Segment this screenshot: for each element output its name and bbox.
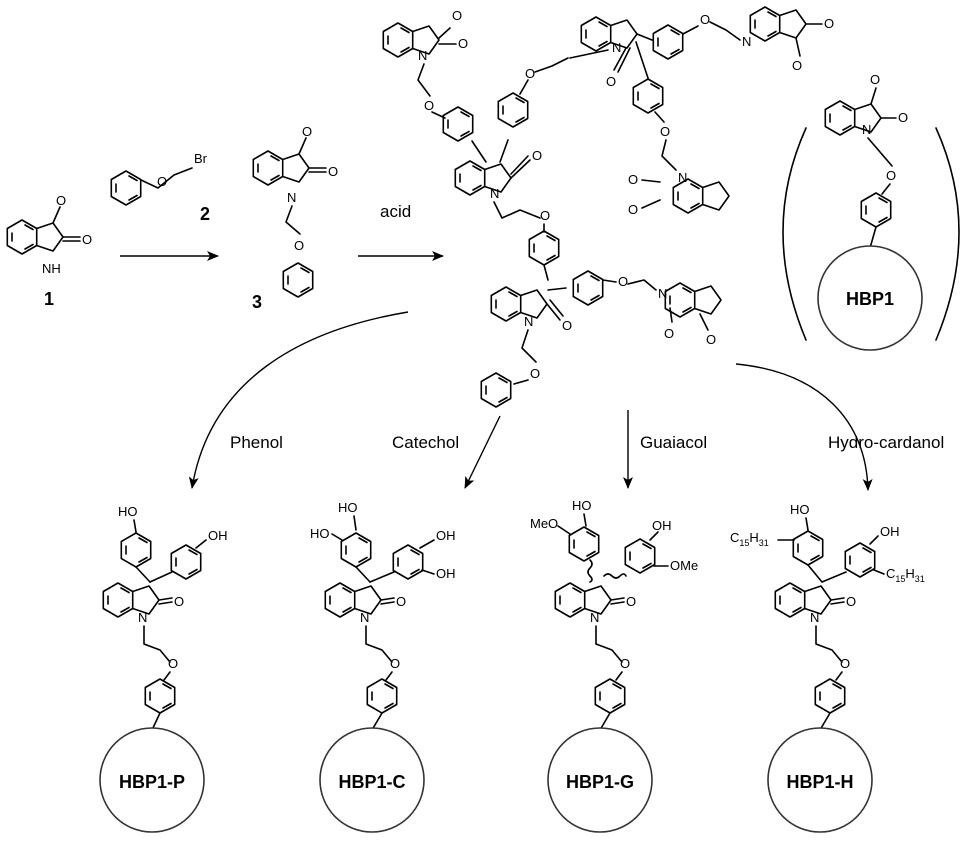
hbp1-g-core-circle: [547, 727, 653, 833]
atom-label: O: [82, 232, 92, 247]
atom-label: O: [792, 58, 802, 73]
atom-label: O: [540, 208, 550, 223]
atom-label: Br: [194, 151, 208, 166]
polymer-label-hbp1-p: HBP1-P: [119, 772, 185, 792]
hbp1-repeat-unit: O O N O: [782, 72, 960, 351]
reagent-hydrocardanol: Hydro-cardanol: [828, 433, 944, 452]
atom-label: O: [390, 656, 400, 671]
ether-structure: O O N O: [253, 124, 338, 298]
arrow-to-hbp1-h: [735, 363, 873, 491]
atom-label: N: [138, 610, 147, 625]
atom-label: O: [618, 274, 628, 289]
atom-label: O: [660, 124, 670, 139]
polymer-label-hbp1-h: HBP1-H: [786, 772, 853, 792]
atom-label: O: [664, 326, 674, 341]
c15h31-label: C15H31: [730, 530, 769, 548]
atom-label: O: [56, 193, 66, 208]
atom-label: HO: [310, 526, 330, 541]
atom-label: N: [862, 122, 871, 137]
c15h31-label: C15H31: [886, 566, 925, 584]
reagent-guaiacol: Guaiacol: [640, 433, 707, 452]
polymer-label-hbp1: HBP1: [846, 289, 894, 309]
atom-label: O: [886, 168, 896, 183]
atom-label: O: [840, 656, 850, 671]
atom-label: OH: [208, 528, 228, 543]
compound-label-1: 1: [44, 289, 54, 309]
hbp1-c-core-circle: [319, 727, 425, 833]
atom-label: O: [396, 594, 406, 609]
atom-label: O: [620, 656, 630, 671]
atom-label: OH: [436, 528, 456, 543]
compound-label-2: 2: [200, 204, 210, 224]
atom-label: N: [742, 34, 751, 49]
reagent-acid: acid: [380, 202, 411, 221]
wavy-bond: [603, 573, 627, 579]
atom-label: O: [824, 16, 834, 31]
atom-label: OH: [652, 518, 672, 533]
atom-label: N: [678, 170, 687, 185]
atom-label: N: [810, 610, 819, 625]
arrow-to-hbp1-c: [464, 415, 501, 489]
isatin-structure: O O NH: [7, 193, 92, 276]
bracket-right: [935, 127, 960, 341]
atom-label: O: [628, 202, 638, 217]
atom-label: N: [287, 190, 296, 205]
atom-label: O: [328, 164, 338, 179]
atom-label: O: [700, 12, 710, 27]
bracket-left: [782, 127, 807, 341]
atom-label: OMe: [670, 558, 698, 573]
polymer-label-hbp1-c: HBP1-C: [338, 772, 405, 792]
hbp1-p-structure: HO OH O N O: [99, 504, 228, 833]
atom-label: O: [706, 332, 716, 347]
atom-label: OH: [436, 566, 456, 581]
atom-label: O: [525, 66, 535, 81]
atom-label: O: [168, 656, 178, 671]
polymer-label-hbp1-g: HBP1-G: [566, 772, 634, 792]
atom-label: O: [628, 172, 638, 187]
hbp1-c-structure: HO HO OH OH O N O: [310, 500, 456, 833]
compound-label-3: 3: [252, 292, 262, 312]
atom-label: O: [870, 72, 880, 87]
wavy-bond: [587, 559, 593, 583]
atom-label: MeO: [530, 516, 558, 531]
atom-label: HO: [790, 502, 810, 517]
atom-label: N: [490, 186, 499, 201]
atom-label: N: [418, 48, 427, 63]
atom-label: HO: [118, 504, 138, 519]
atom-label: O: [424, 98, 434, 113]
hbp1-core-circle: [817, 245, 923, 351]
atom-label: O: [174, 594, 184, 609]
bromide-structure: O Br: [110, 151, 208, 206]
hbp1-p-core-circle: [99, 727, 205, 833]
atom-label: N: [612, 40, 621, 55]
reagent-catechol: Catechol: [392, 433, 459, 452]
atom-label: O: [562, 318, 572, 333]
atom-label: O: [530, 366, 540, 381]
atom-label: O: [606, 74, 616, 89]
atom-label: HO: [338, 500, 358, 515]
atom-label: O: [458, 36, 468, 51]
reagent-phenol: Phenol: [230, 433, 283, 452]
hyperbranched-polymer-structure: O O N O O N O N O O N O O: [383, 7, 834, 408]
atom-label: O: [898, 110, 908, 125]
atom-label: O: [452, 8, 462, 23]
atom-label: O: [532, 148, 542, 163]
arrow-to-hbp1-p: [188, 311, 409, 489]
hbp1-h-core-circle: [767, 727, 873, 833]
atom-label: N: [658, 286, 667, 301]
atom-label: NH: [42, 261, 61, 276]
atom-label: N: [524, 314, 533, 329]
atom-label: O: [294, 238, 304, 253]
atom-label: O: [626, 594, 636, 609]
atom-label: O: [157, 174, 167, 189]
atom-label: N: [360, 610, 369, 625]
hbp1-g-structure: HO MeO OH OMe O N O: [530, 498, 698, 833]
atom-label: HO: [572, 498, 592, 513]
atom-label: OH: [880, 524, 900, 539]
atom-label: O: [846, 594, 856, 609]
atom-label: N: [590, 610, 599, 625]
atom-label: O: [302, 124, 312, 139]
